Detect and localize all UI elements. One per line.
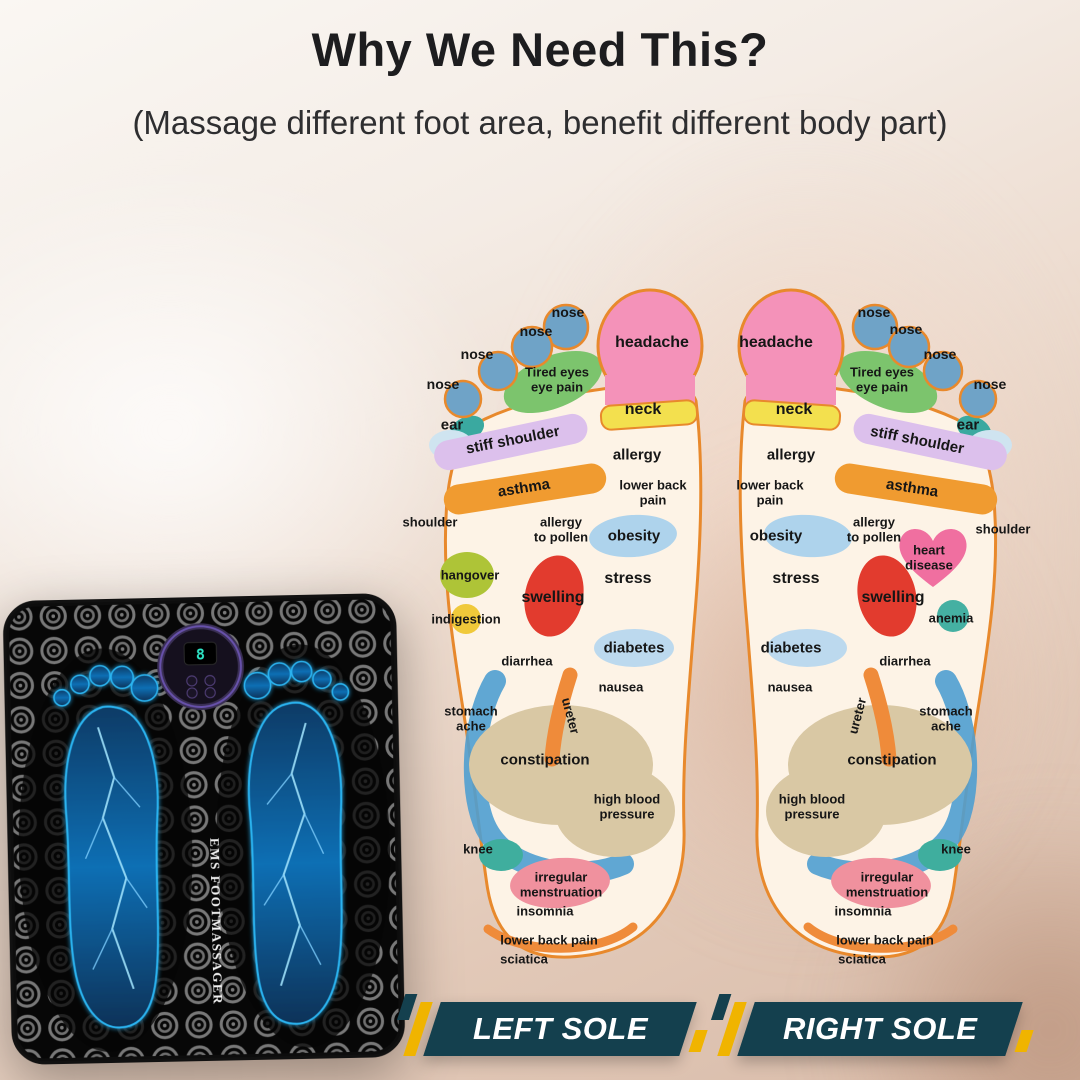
zone-nose-toe3: [887, 325, 931, 369]
product-brand: EMS FOOTMASSAGER: [207, 838, 226, 1006]
zone-high-blood-pressure: [555, 765, 675, 857]
ems-foot-massager-mat: 8 EMS FOOTMASSAGER: [3, 593, 405, 1065]
controller-button: [186, 687, 198, 699]
left-sole-banner-label: LEFT SOLE: [472, 1011, 648, 1046]
zone-nose-toe5: [443, 379, 483, 419]
zone-sciatica: [483, 922, 638, 953]
banner-accent: [1014, 1030, 1034, 1052]
controller-display: 8: [196, 645, 205, 663]
zone-nose-toe4: [477, 350, 519, 392]
right-sole-banner: RIGHT SOLE: [737, 1002, 1034, 1056]
zone-nose-toe3: [510, 325, 554, 369]
controller-button: [204, 687, 216, 699]
zone-high-blood-pressure: [766, 765, 886, 857]
controller-button: [204, 675, 216, 687]
zone-nose-toe4: [922, 350, 964, 392]
zone-knee: [479, 839, 523, 871]
right-sole-diagram: [737, 288, 1012, 959]
zone-nose-toe5: [958, 379, 998, 419]
zone-indigestion: [451, 604, 481, 634]
page-title: Why We Need This?: [311, 23, 769, 76]
right-sole-banner-label: RIGHT SOLE: [782, 1011, 978, 1046]
right-sole-shapes: [737, 288, 1012, 959]
left-sole-shapes: [429, 288, 704, 959]
zone-diabetes: [767, 629, 847, 667]
left-sole-diagram: [429, 288, 704, 959]
controller-button: [186, 675, 198, 687]
zone-anemia: [937, 600, 969, 632]
zone-diabetes: [594, 629, 674, 667]
product-photo: 8 EMS FOOTMASSAGER: [1, 592, 407, 1066]
zone-knee: [918, 839, 962, 871]
page-subtitle: (Massage different foot area, benefit di…: [132, 104, 948, 141]
banner-accent: [688, 1030, 708, 1052]
left-sole-banner: LEFT SOLE: [423, 1002, 708, 1056]
controller: 8: [157, 623, 244, 711]
zone-hangover: [440, 552, 494, 598]
